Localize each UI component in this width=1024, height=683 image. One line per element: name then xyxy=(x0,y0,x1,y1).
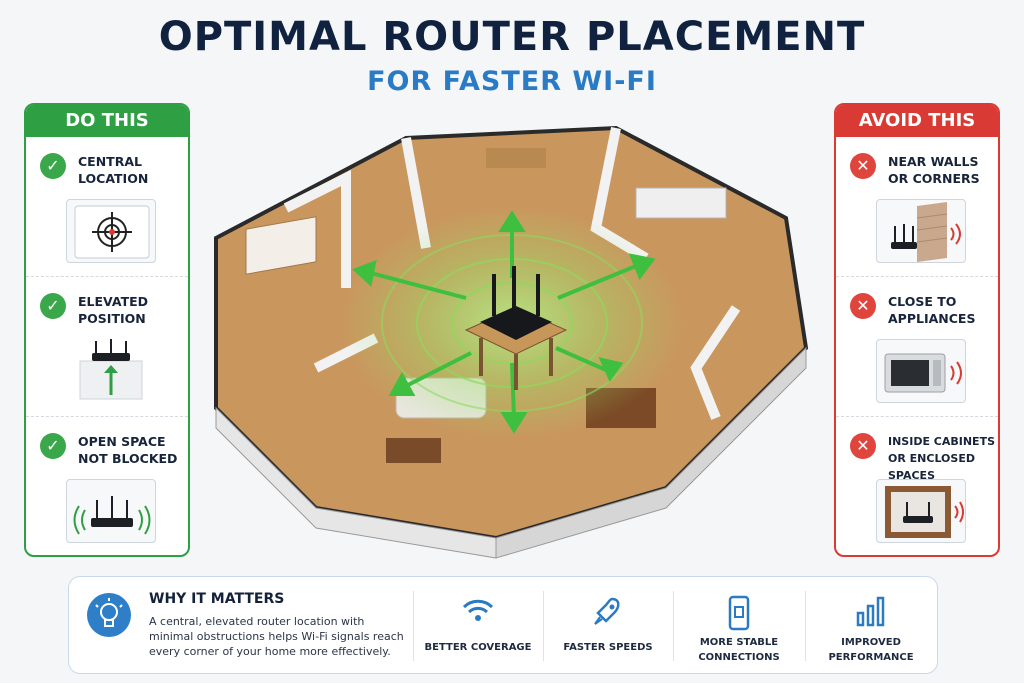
rocket-icon xyxy=(594,597,620,625)
avoid-item-near-walls: ✕ NEAR WALLS OR CORNERS xyxy=(836,137,998,277)
page-title: OPTIMAL ROUTER PLACEMENT xyxy=(158,14,866,60)
benefit-label: FASTER SPEEDS xyxy=(563,642,653,653)
wifi-icon xyxy=(462,599,494,621)
do-item-elevated-position: ✓ ELEVATED POSITION xyxy=(26,277,188,417)
benefit-stable-connections: MORE STABLE CONNECTIONS xyxy=(673,577,805,675)
benefit-faster-speeds: FASTER SPEEDS xyxy=(543,577,673,675)
benefit-better-coverage: BETTER COVERAGE xyxy=(413,577,543,675)
do-item-central-location: ✓ CENTRAL LOCATION xyxy=(26,137,188,277)
x-icon: ✕ xyxy=(850,433,876,459)
check-icon: ✓ xyxy=(40,153,66,179)
avoid-this-panel: AVOID THIS ✕ NEAR WALLS OR CORNERS ✕ xyxy=(834,103,1000,557)
benefit-label: MORE STABLE CONNECTIONS xyxy=(698,637,780,663)
house-floorplan-illustration xyxy=(196,108,828,568)
avoid-item-close-to-appliances: ✕ CLOSE TO APPLIANCES xyxy=(836,277,998,417)
router-cabinet-icon xyxy=(876,479,966,543)
router-wall-icon xyxy=(876,199,966,263)
target-icon xyxy=(66,199,156,263)
check-icon: ✓ xyxy=(40,293,66,319)
benefit-label: IMPROVED PERFORMANCE xyxy=(828,637,914,663)
avoid-this-header: AVOID THIS xyxy=(836,105,998,137)
do-this-panel: DO THIS ✓ CENTRAL LOCATION ✓ ELEVATED PO… xyxy=(24,103,190,557)
benefit-label: BETTER COVERAGE xyxy=(424,642,532,653)
microwave-icon xyxy=(876,339,966,403)
benefit-improved-performance: IMPROVED PERFORMANCE xyxy=(805,577,937,675)
do-item-label: CENTRAL LOCATION xyxy=(78,154,149,186)
do-item-label: OPEN SPACE NOT BLOCKED xyxy=(78,434,178,466)
do-item-open-space: ✓ OPEN SPACE NOT BLOCKED xyxy=(26,417,188,555)
avoid-item-label: NEAR WALLS OR CORNERS xyxy=(888,154,980,186)
x-icon: ✕ xyxy=(850,293,876,319)
lightbulb-icon xyxy=(87,593,131,637)
avoid-item-label: INSIDE CABINETS OR ENCLOSED SPACES xyxy=(888,435,995,482)
avoid-item-label: CLOSE TO APPLIANCES xyxy=(888,294,976,326)
x-icon: ✕ xyxy=(850,153,876,179)
check-icon: ✓ xyxy=(40,433,66,459)
phone-icon xyxy=(728,595,750,631)
router-signal-icon xyxy=(66,479,156,543)
why-it-matters-title: WHY IT MATTERS xyxy=(149,591,285,607)
bar-chart-icon xyxy=(856,596,885,627)
why-it-matters-text: A central, elevated router location with… xyxy=(149,615,404,658)
page-subtitle: FOR FASTER WI-FI xyxy=(367,66,657,97)
elevated-router-icon xyxy=(66,339,156,403)
do-this-header: DO THIS xyxy=(26,105,188,137)
do-item-label: ELEVATED POSITION xyxy=(78,294,149,326)
avoid-item-inside-cabinets: ✕ INSIDE CABINETS OR ENCLOSED SPACES xyxy=(836,417,998,555)
why-it-matters-bar: WHY IT MATTERS A central, elevated route… xyxy=(68,576,938,674)
